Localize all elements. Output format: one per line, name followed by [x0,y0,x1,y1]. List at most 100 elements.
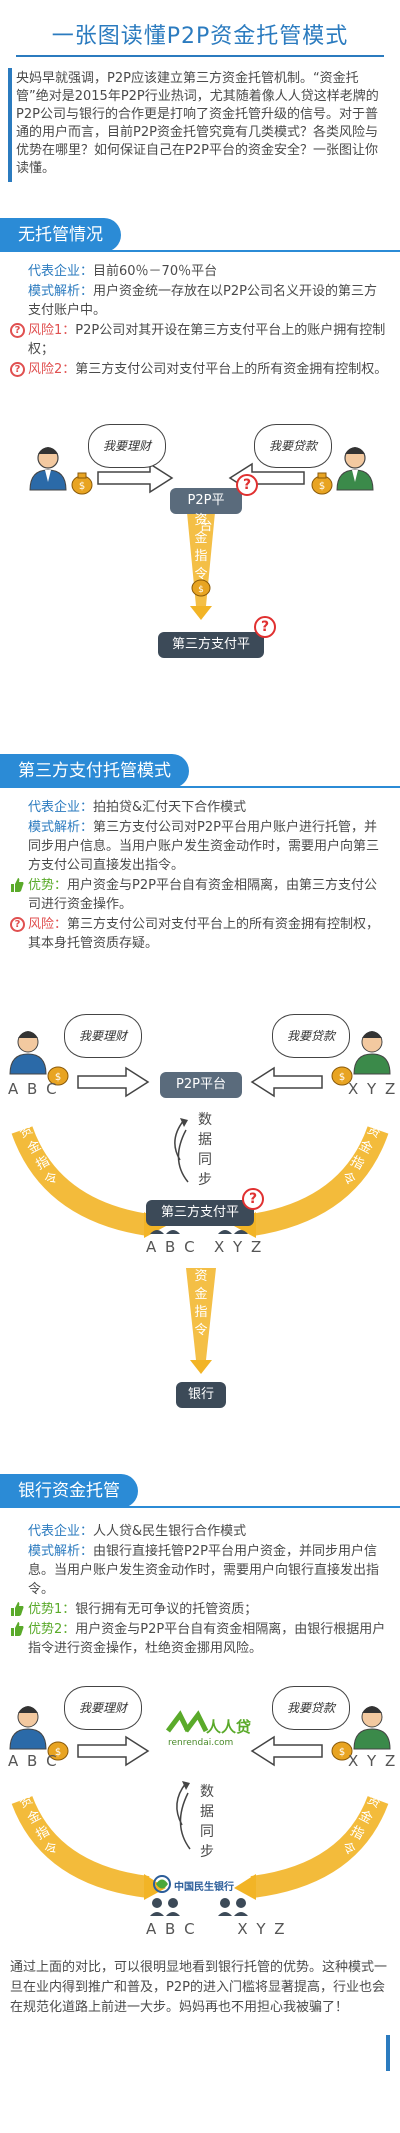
svg-text:$: $ [319,481,325,492]
third-party-node: 第三方支付平台 [158,632,264,678]
section-3-row-pro2: 优势2：用户资金与P2P平台自有资金相隔离，由银行根据用户指令进行资金操作，杜绝… [11,1620,388,1658]
section-2-row-risk: ?风险：第三方支付公司对支付平台上的所有资金拥有控制权，其本身托管资质存疑。 [10,915,388,953]
money-bag-icon: $ [71,472,93,495]
borrower-group-letters: X Y Z [348,1752,398,1770]
page-title: 一张图读懂P2P资金托管模式 [51,24,349,49]
section-2-row-pro: 优势：用户资金与P2P平台自有资金相隔离，由第三方支付公司进行资金操作。 [11,876,388,914]
p2p-platform-node: P2P平台 [160,1072,242,1098]
sync-arrow-icon [176,1782,187,1826]
left-arrow-icon [250,1735,323,1767]
section-2-details: 代表企业：拍拍贷&汇付天下合作模式 模式解析：第三方支付公司对P2P平台用户账户… [10,798,388,954]
section-3-underline [0,1506,400,1508]
renrendai-domain: renrendai.com [168,1738,234,1748]
minsheng-bank-logo-icon [153,1875,171,1893]
svg-text:$: $ [198,585,204,595]
thumbs-up-icon [11,1602,24,1616]
user-group-xyz: X Y Z [214,1238,264,1256]
section-3-row-pro1: 优势1：银行拥有无可争议的托管资质； [11,1600,388,1619]
investor-group-letters: A B C [8,1080,59,1098]
bubble-invest: 我要理财 [88,424,166,468]
intro-text: 央妈早就强调，P2P应该建立第三方资金托管机制。“资金托管”绝对是2015年P2… [16,71,379,176]
right-curve-flow [250,1126,389,1236]
investor-person-icon [9,1031,47,1075]
question-icon: ? [10,917,25,932]
section-1-row-analysis: 模式解析：用户资金统一存放在以P2P公司名义开设的第三方支付账户中。 [28,284,377,318]
section-3-row-analysis: 模式解析：由银行直接托管P2P平台用户资金，并同步用户信息。当用户账户发生资金动… [28,1544,380,1597]
conclusion-accent-bar [386,2035,390,2071]
bank-user-groups: A B C X Y Z [146,1920,287,1938]
money-bag-icon: $ [191,579,211,597]
renrendai-logo-text: 人人贷 [206,1718,252,1736]
section-1-details: 代表企业：目前60％－70％平台 模式解析：用户资金统一存放在以P2P公司名义开… [10,262,388,380]
section-2-underline [0,786,400,788]
money-bag-icon: $ [311,472,333,495]
thumbs-up-icon [11,878,24,892]
borrower-person-icon [353,1706,391,1750]
bubble-borrow: 我要贷款 [272,1014,350,1058]
bubble-borrow: 我要贷款 [254,424,332,468]
bubble-invest: 我要理财 [64,1014,142,1058]
left-curve-flow [11,1126,150,1236]
svg-text:$: $ [55,1747,61,1758]
left-curve-flow [11,1795,150,1898]
section-1-row-company: 代表企业：目前60％－70％平台 [28,264,218,279]
money-bag-icon: $ [331,1066,353,1086]
conclusion-text: 通过上面的对比，可以很明显地看到银行托管的优势。这种模式一旦在业内得到推广和普及… [10,1960,388,2015]
left-arrow-icon [250,1066,323,1098]
money-bag-icon: $ [47,1741,69,1761]
section-1-underline [0,250,400,252]
down-flow-arrow [186,1268,216,1360]
flow-label-vertical: 资金指令 [194,513,208,582]
borrower-person-icon [353,1031,391,1075]
svg-text:$: $ [339,1747,345,1758]
right-arrow-icon [97,462,174,494]
title-rule [16,55,384,57]
section-3-diagram-graphics: $ $ [9,1706,391,1916]
user-group-abc: A B C [146,1238,197,1256]
question-icon: ? [10,362,25,377]
right-arrow-icon [77,1735,150,1767]
section-3-header: 银行资金托管 [0,1474,138,1508]
down-flow-arrow [186,502,216,606]
minsheng-bank-name: 中国民生银行 [174,1882,234,1893]
svg-text:$: $ [55,1072,61,1083]
section-3-details: 代表企业：人人贷&民生银行合作模式 模式解析：由银行直接托管P2P平台用户资金，… [11,1522,388,1659]
section-2-row-company: 代表企业：拍拍贷&汇付天下合作模式 [28,800,247,815]
down-arrow-head [190,606,212,620]
sync-arrow-icon [174,1119,185,1161]
investor-person-icon [9,1706,47,1750]
section-2-row-analysis: 模式解析：第三方支付公司对P2P平台用户账户进行托管，并同步用户信息。当用户账户… [28,820,380,873]
investor-person-icon [29,447,67,491]
borrower-group-letters: X Y Z [348,1080,398,1098]
right-curve-flow [250,1795,389,1898]
svg-text:$: $ [79,481,85,492]
money-bag-icon: $ [331,1741,353,1761]
section-2-diagram-graphics: $ $ [9,1031,391,1374]
question-icon: ? [254,616,276,638]
users-row-icon [150,1898,248,1916]
investor-group-letters: A B C [8,1752,59,1770]
section-3-row-company: 代表企业：人人贷&民生银行合作模式 [28,1524,247,1539]
bubble-invest: 我要理财 [64,1686,142,1730]
p2p-platform-node: P2P平台 [170,488,242,534]
intro-accent-bar [8,68,12,182]
question-icon: ? [236,474,258,496]
flow-label-down: 资金指令 [194,1269,208,1338]
third-party-node: 第三方支付平台 [146,1200,254,1246]
section-1-row-risk2: ?风险2：第三方支付公司对支付平台上的所有资金拥有控制权。 [10,360,388,379]
renrendai-logo-icon [166,1710,209,1733]
question-icon: ? [242,1188,264,1210]
right-arrow-icon [77,1066,150,1098]
bank-node: 银行 [176,1382,226,1408]
section-1-row-risk1: ?风险1：P2P公司对其开设在第三方支付平台上的账户拥有控制权； [10,321,388,359]
svg-text:$: $ [339,1072,345,1083]
sync-label: 数据同步 [200,1784,214,1860]
section-1-header: 无托管情况 [0,218,121,252]
section-2-header: 第三方支付托管模式 [0,754,189,788]
bubble-borrow: 我要贷款 [272,1686,350,1730]
question-icon: ? [10,323,25,338]
borrower-person-icon [336,447,374,491]
money-bag-icon: $ [47,1066,69,1086]
thumbs-up-icon [11,1622,24,1636]
